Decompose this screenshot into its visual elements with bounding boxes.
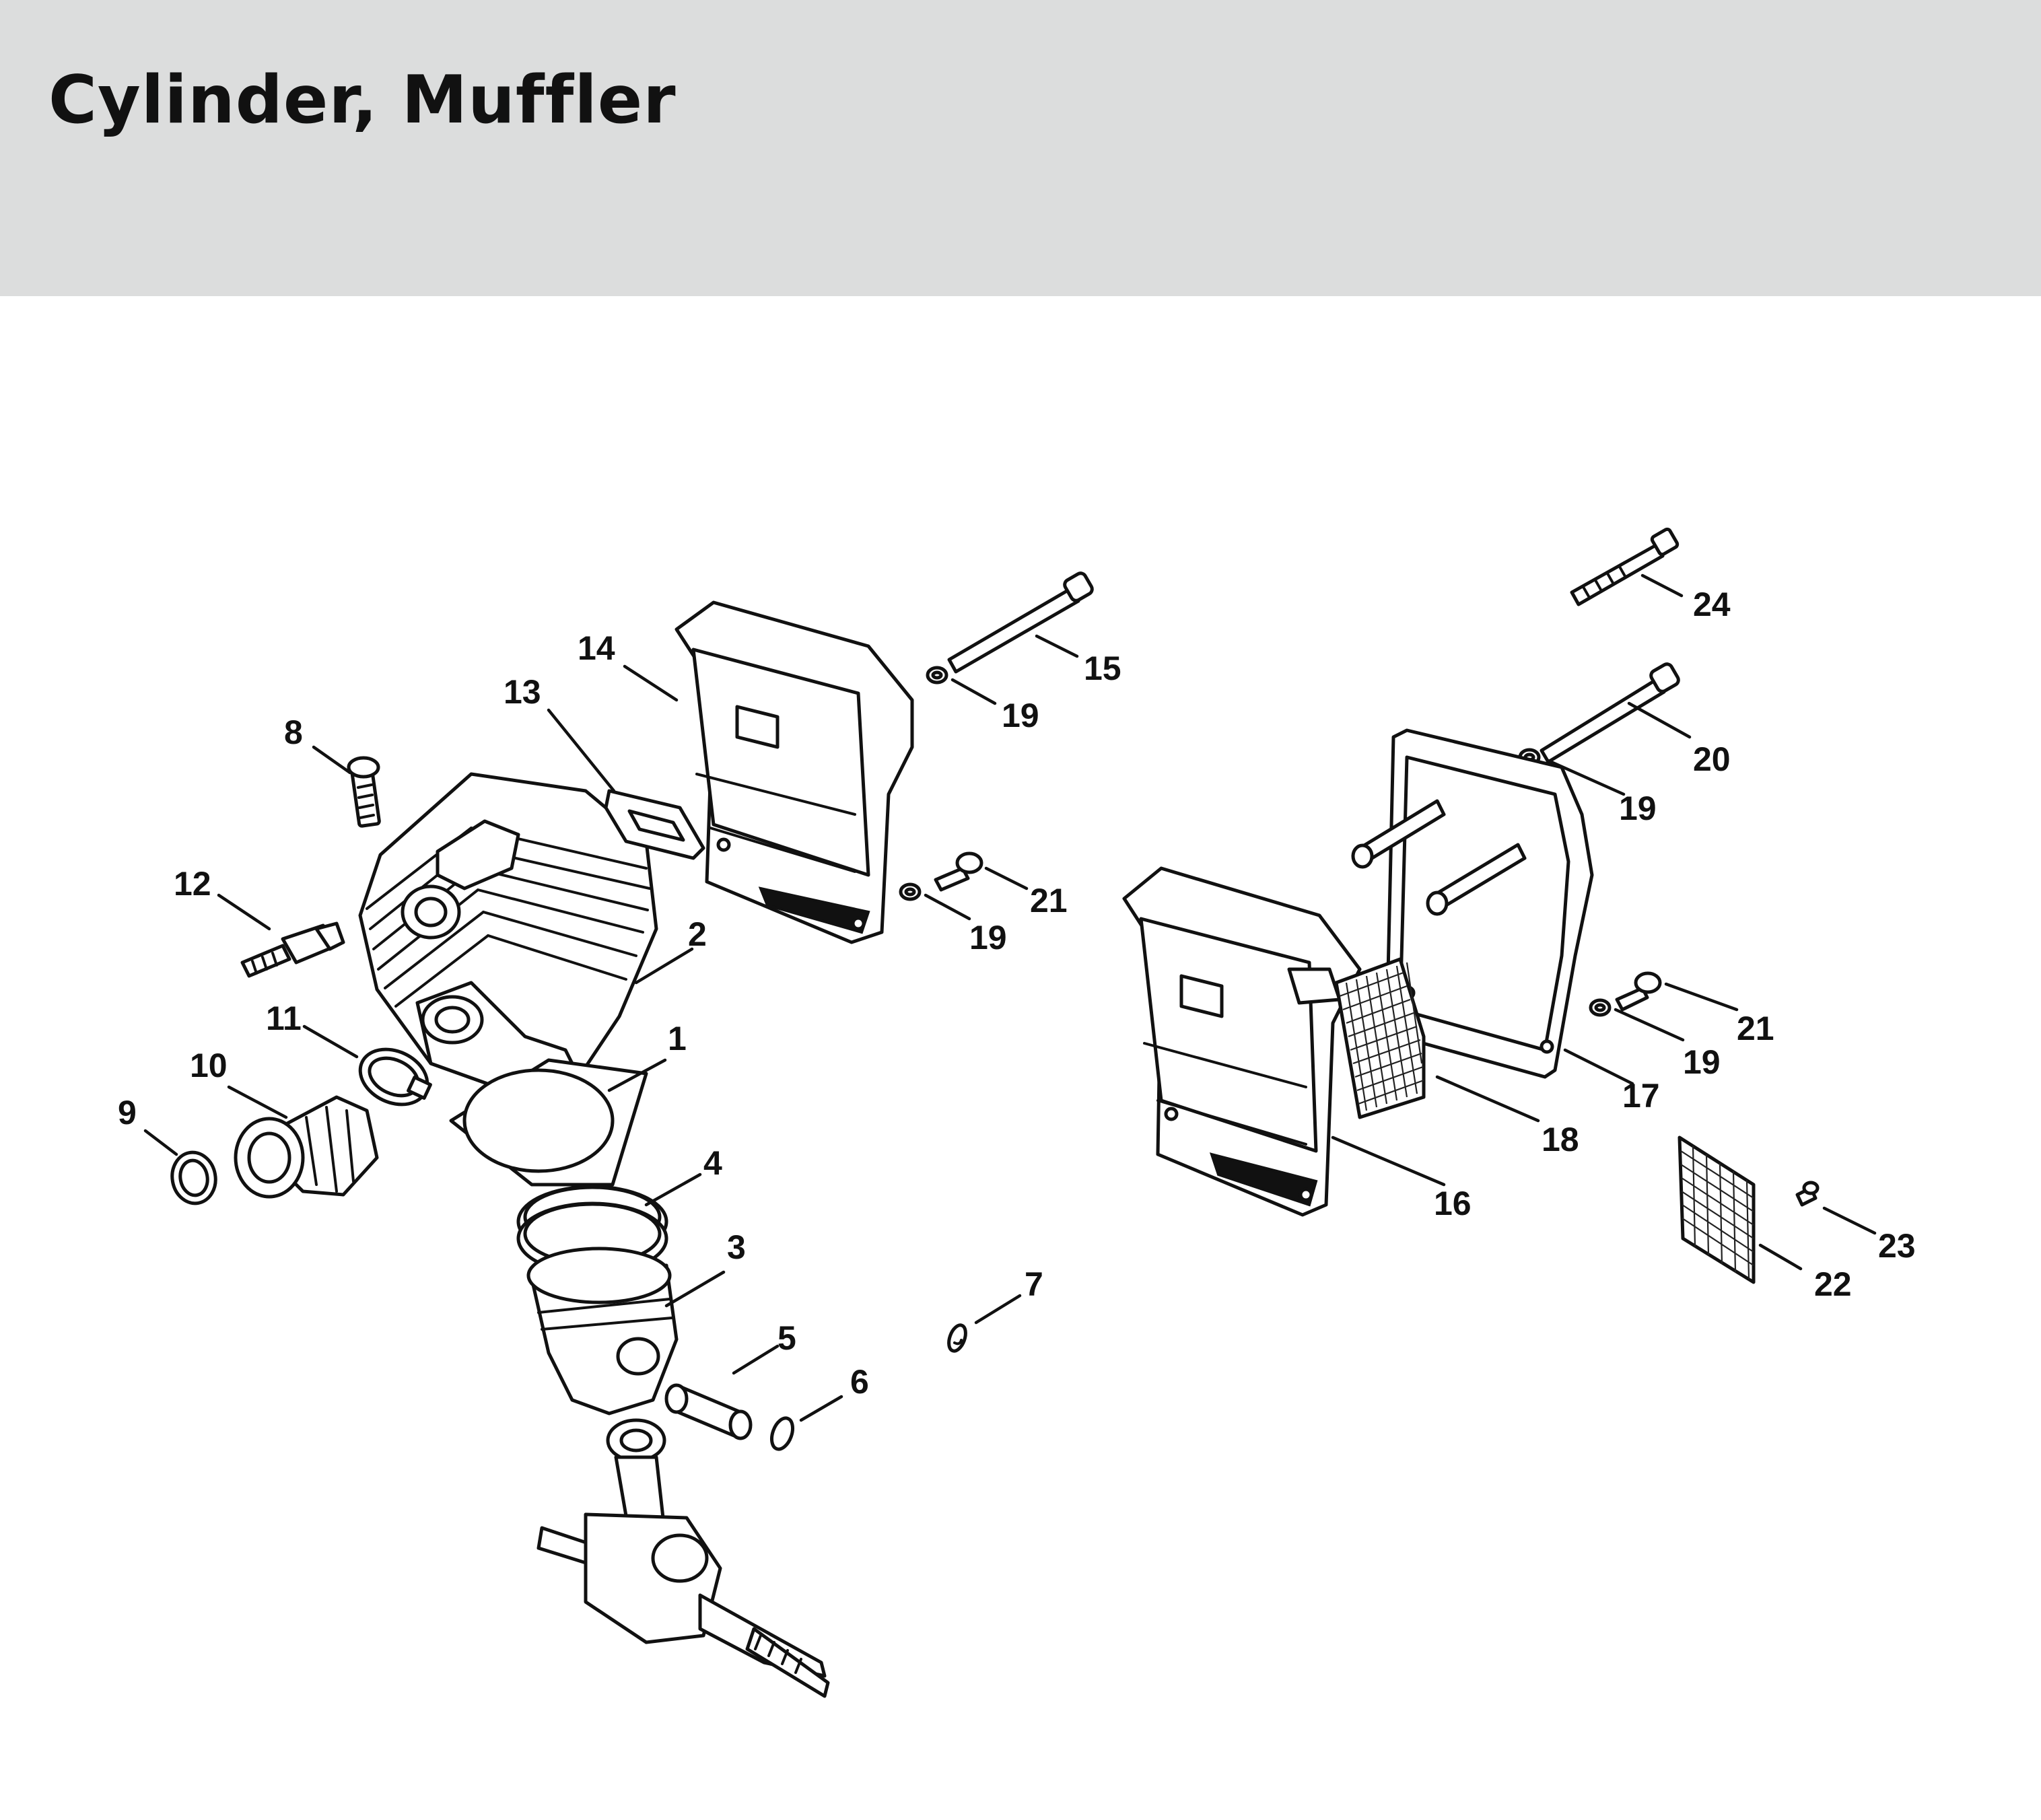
part-2-cylinder [358, 772, 658, 1099]
callout-19-a: 19 [1002, 697, 1039, 734]
part-23-screw [1795, 1181, 1820, 1207]
part-21-screw-b [1615, 971, 1662, 1012]
part-15-long-bolt [947, 571, 1094, 674]
callout-14: 14 [578, 629, 615, 667]
callout-20: 20 [1693, 740, 1731, 778]
page-title: Cylinder, Muffler [48, 62, 677, 139]
part-8-screw [347, 756, 381, 828]
part-10-intake-manifold [234, 1095, 379, 1199]
part-crankshaft [537, 1418, 830, 1698]
part-9-ring [170, 1150, 217, 1205]
leader-lines [143, 573, 1877, 1422]
part-13-gasket [604, 789, 705, 860]
part-19-washer-b [899, 882, 922, 901]
part-21-screw-a [934, 851, 983, 892]
callout-21-a: 21 [1030, 882, 1068, 919]
callout-7: 7 [1025, 1265, 1043, 1303]
callout-13: 13 [504, 673, 541, 711]
callout-3: 3 [727, 1228, 746, 1266]
callout-16: 16 [1434, 1185, 1472, 1222]
part-18-screen [1334, 957, 1426, 1119]
callout-4: 4 [703, 1144, 722, 1182]
part-17-muffler-housing [1351, 728, 1594, 1079]
callout-18: 18 [1542, 1121, 1579, 1158]
callout-1: 1 [668, 1020, 687, 1057]
part-7-snap-ring [947, 1323, 967, 1353]
part-19-washer-a [926, 666, 948, 685]
callout-8: 8 [284, 713, 303, 751]
part-5-piston-pin [664, 1383, 753, 1440]
part-24-bolt [1570, 527, 1680, 606]
callout-24: 24 [1693, 586, 1731, 623]
part-16-muffler-shell [1122, 866, 1362, 1217]
part-19-washer-d [1589, 998, 1612, 1017]
part-12-spark-plug [240, 921, 345, 978]
callout-23: 23 [1878, 1227, 1916, 1265]
callout-19-b: 19 [969, 919, 1007, 956]
part-1-gasket [449, 1058, 648, 1187]
callouts: 8 12 2 13 14 11 10 9 1 4 3 5 6 7 15 19 2… [118, 586, 1916, 1401]
part-3-piston [526, 1247, 679, 1415]
callout-15: 15 [1084, 650, 1121, 687]
part-14-muffler-shell [674, 600, 914, 944]
header-band [0, 0, 2041, 296]
callout-10: 10 [190, 1047, 228, 1084]
callout-19-c: 19 [1619, 790, 1657, 827]
callout-2: 2 [688, 915, 707, 953]
part-20-long-bolt [1540, 662, 1680, 764]
part-22-screen [1677, 1135, 1756, 1284]
callout-17: 17 [1622, 1077, 1660, 1115]
callout-21-b: 21 [1737, 1010, 1774, 1047]
callout-11: 11 [266, 1000, 302, 1037]
callout-6: 6 [850, 1363, 869, 1401]
part-11-clamp [358, 1047, 432, 1107]
callout-22: 22 [1814, 1265, 1852, 1303]
callout-9: 9 [118, 1094, 137, 1131]
callout-19-d: 19 [1683, 1043, 1721, 1081]
part-6-snap-ring [769, 1416, 795, 1451]
callout-5: 5 [777, 1319, 796, 1357]
callout-12: 12 [174, 865, 211, 903]
